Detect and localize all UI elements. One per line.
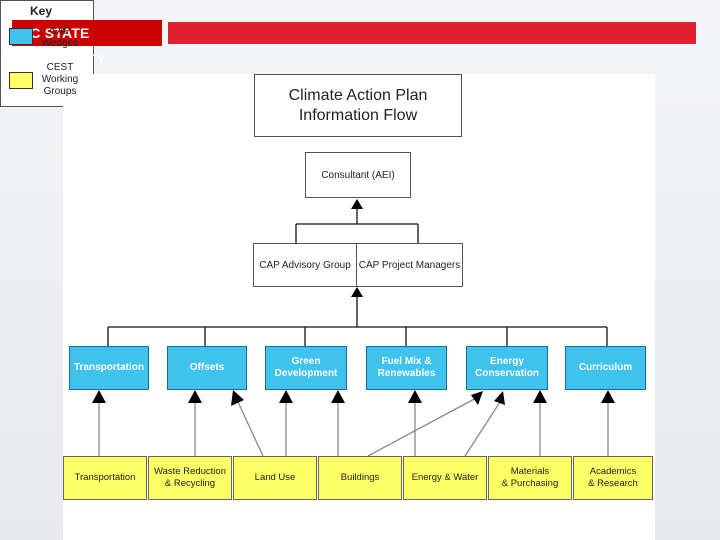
arrowhead — [351, 287, 363, 297]
key-swatch-working-groups — [9, 72, 33, 89]
consultant-box: Consultant (AEI) — [305, 152, 411, 198]
wedge-transportation: Transportation — [69, 346, 149, 390]
working-group-transportation: Transportation — [63, 456, 147, 500]
working-group-materials-purchasing: Materials& Purchasing — [488, 456, 572, 500]
arrowhead — [188, 390, 202, 403]
arrowhead — [471, 391, 483, 405]
key-swatch-wedges — [9, 28, 33, 45]
arrow-line — [464, 401, 501, 457]
working-group-energy-water: Energy & Water — [403, 456, 487, 500]
header-bar — [168, 22, 696, 44]
arrow-line — [237, 401, 264, 457]
working-group-waste-reduction: Waste Reduction& Recycling — [148, 456, 232, 500]
arrowhead — [351, 199, 363, 209]
arrowhead — [231, 390, 244, 406]
arrowhead — [331, 390, 345, 403]
title-line-2: Information Flow — [298, 106, 418, 124]
project-managers-box: CAP Project Managers — [356, 243, 463, 287]
arrowhead — [279, 390, 293, 403]
arrowhead — [494, 391, 505, 405]
nc-state-logo: NC STATE UNIVERSITY — [12, 20, 162, 67]
key-title: Key — [30, 4, 53, 18]
wedge-offsets: Offsets — [167, 346, 247, 390]
arrowhead — [92, 390, 106, 403]
arrowhead — [601, 390, 615, 403]
working-group-academics-research: Academics& Research — [573, 456, 653, 500]
wedge-curriculum: Curriculum — [565, 346, 646, 390]
wedge-fuel-mix-renewables: Fuel Mix &Renewables — [366, 346, 447, 390]
working-group-buildings: Buildings — [318, 456, 402, 500]
arrow-line — [367, 396, 479, 457]
arrowhead — [408, 390, 422, 403]
working-group-land-use: Land Use — [233, 456, 317, 500]
advisory-group-box: CAP Advisory Group — [253, 243, 357, 287]
title-line-1: Climate Action Plan — [288, 86, 428, 104]
arrowhead — [533, 390, 547, 403]
